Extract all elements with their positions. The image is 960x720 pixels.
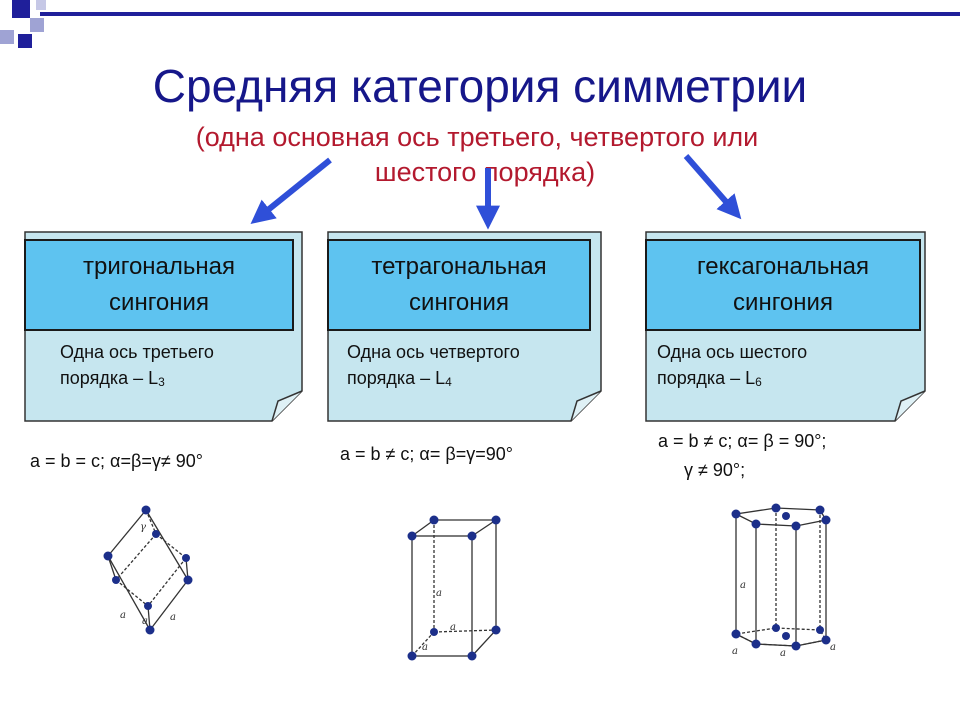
formula-trigonal: a = b = c; α=β=γ≠ 90° <box>30 451 203 471</box>
formula-hexagonal-1: a = b ≠ c; α= β = 90°; <box>658 431 827 451</box>
crystal-label: γ <box>140 522 146 533</box>
slide-title: Средняя категория симметрии <box>152 60 808 112</box>
header-rule <box>40 12 960 16</box>
crystal-label: a <box>422 642 428 653</box>
decor-square <box>36 0 46 10</box>
tetragonal-crystal-diagram: a a a <box>407 515 501 661</box>
card-header: гексагональная сингония <box>645 239 921 331</box>
decor-square <box>0 30 14 44</box>
crystal-label: a <box>142 616 148 627</box>
arrow-right <box>683 154 742 220</box>
formula-hexagonal-2: γ ≠ 90°; <box>684 460 746 480</box>
desc-line1: Одна ось третьего <box>60 342 214 362</box>
arrow-left <box>250 157 332 225</box>
desc-line2: порядка – L4 <box>347 368 452 389</box>
card-title-2: сингония <box>733 289 833 316</box>
decor-square <box>18 34 32 48</box>
desc-line2: порядка – L3 <box>60 368 165 389</box>
card-title: гексагональная <box>697 253 869 280</box>
card-hexagonal: гексагональная сингония Одна ось шестого… <box>645 231 927 423</box>
card-title: тетрагональная <box>371 253 547 280</box>
card-header: тетрагональная сингония <box>327 239 591 331</box>
slide-subtitle-line2: шестого порядка) <box>374 157 596 187</box>
crystal-label: a <box>780 648 786 659</box>
formula-tetragonal: a = b ≠ c; α= β=γ=90° <box>340 444 513 464</box>
decor-square <box>30 18 44 32</box>
card-description: Одна ось шестого порядка – L6 <box>657 339 807 395</box>
desc-line1: Одна ось шестого <box>657 342 808 362</box>
desc-line1: Одна ось четвертого <box>347 342 520 362</box>
crystal-label: a <box>740 580 746 591</box>
crystal-label: a <box>830 642 836 653</box>
card-tetragonal: тетрагональная сингония Одна ось четверт… <box>327 231 603 423</box>
hexagonal-crystal-diagram: a a a a <box>731 503 836 659</box>
card-description: Одна ось третьего порядка – L3 <box>60 339 214 395</box>
card-header: тригональная сингония <box>24 239 294 331</box>
crystal-label: a <box>450 622 456 633</box>
crystal-label: a <box>120 610 126 621</box>
trigonal-crystal-diagram: γ a a a <box>103 505 193 635</box>
card-trigonal: тригональная сингония Одна ось третьего … <box>24 231 304 423</box>
card-description: Одна ось четвертого порядка – L4 <box>347 339 520 395</box>
card-title-2: сингония <box>109 289 209 316</box>
crystal-label: a <box>436 588 442 599</box>
crystal-label: a <box>170 612 176 623</box>
slide-subtitle-line1: (одна основная ось третьего, четвертого … <box>195 122 759 152</box>
desc-line2: порядка – L6 <box>657 368 762 389</box>
decor-square <box>12 0 30 18</box>
card-title: тригональная <box>82 253 236 280</box>
card-title-2: сингония <box>409 289 509 316</box>
crystal-label: a <box>732 646 738 657</box>
